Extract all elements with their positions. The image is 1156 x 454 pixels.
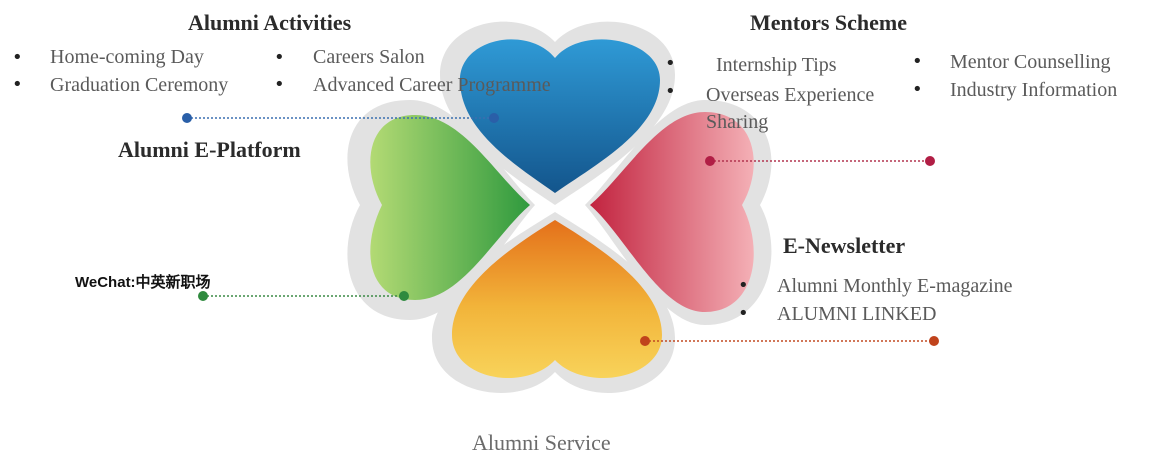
connector-dot-green-right bbox=[399, 291, 409, 301]
mentors-scheme-item: Mentor Counselling bbox=[950, 51, 1111, 73]
alumni-e-platform-heading: Alumni E-Platform bbox=[118, 137, 301, 162]
mentors-scheme-item: Industry Information bbox=[950, 79, 1118, 101]
connector-dot-green-left bbox=[198, 291, 208, 301]
connector-dot-blue-left bbox=[182, 113, 192, 123]
bullet-icon: • bbox=[738, 275, 749, 296]
connector-dot-orange-left bbox=[640, 336, 650, 346]
wechat-watermark: WeChat:中英新职场 bbox=[75, 274, 211, 291]
bullet-icon: • bbox=[665, 81, 676, 102]
bullet-icon: • bbox=[665, 53, 676, 74]
orange-heart-petal bbox=[452, 220, 662, 379]
e-newsletter-item: ALUMNI LINKED bbox=[777, 303, 937, 325]
blue-heart-petal bbox=[460, 39, 660, 194]
connector-dot-orange-right bbox=[929, 336, 939, 346]
bullet-icon: • bbox=[12, 47, 23, 68]
mentors-scheme-item: Internship Tips bbox=[716, 54, 837, 76]
mentors-scheme-heading: Mentors Scheme bbox=[750, 10, 908, 35]
bullet-icon: • bbox=[912, 51, 923, 72]
bullet-icon: • bbox=[274, 47, 285, 68]
e-newsletter-item: Alumni Monthly E-magazine bbox=[777, 275, 1013, 297]
bullet-icon: • bbox=[738, 303, 749, 324]
alumni-activities-item: Advanced Career Programme bbox=[313, 74, 551, 96]
diagram-caption: Alumni Service bbox=[472, 430, 611, 454]
bullet-icon: • bbox=[274, 74, 285, 95]
connector-dot-blue-right bbox=[489, 113, 499, 123]
bullet-icon: • bbox=[12, 74, 23, 95]
alumni-activities-item: Home-coming Day bbox=[50, 46, 204, 68]
mentors-scheme-item: Overseas Experience Sharing bbox=[706, 84, 875, 133]
e-newsletter-heading: E-Newsletter bbox=[783, 233, 906, 258]
alumni-activities-heading: Alumni Activities bbox=[188, 10, 352, 35]
alumni-activities-item: Careers Salon bbox=[313, 46, 425, 68]
connector-dot-red-right bbox=[925, 156, 935, 166]
green-heart-petal bbox=[370, 115, 530, 300]
connector-dot-red-left bbox=[705, 156, 715, 166]
alumni-activities-item: Graduation Ceremony bbox=[50, 74, 229, 96]
bullet-icon: • bbox=[912, 79, 923, 100]
